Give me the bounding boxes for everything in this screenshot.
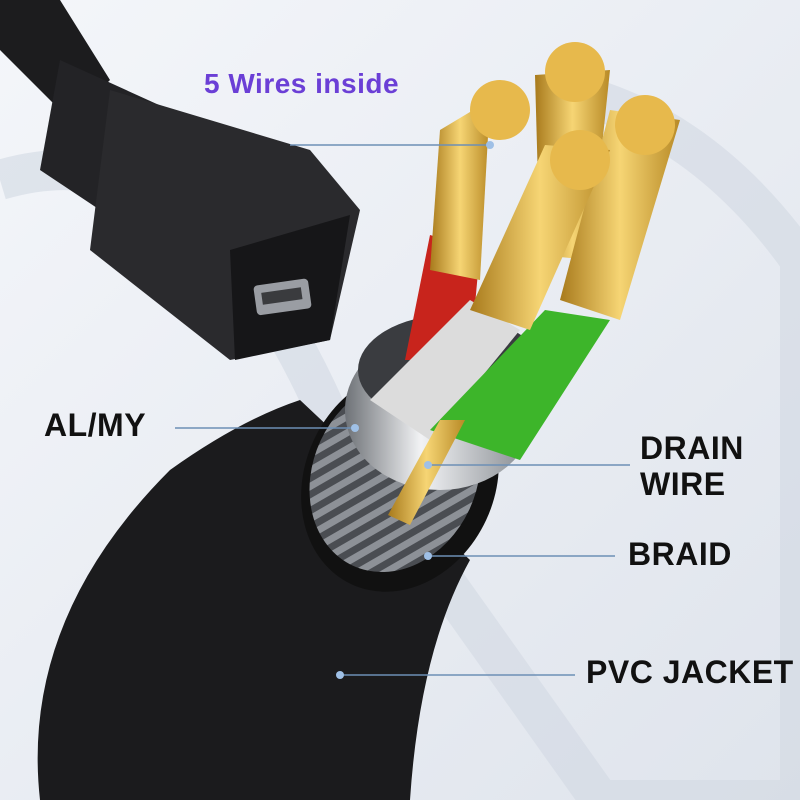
wires-inside-label: 5 Wires inside — [204, 68, 400, 99]
usb-connector — [0, 0, 360, 360]
drain-wire-label: DRAIN WIRE — [640, 430, 744, 502]
drain-wire-shape — [388, 420, 465, 525]
pvc-jacket-label: PVC JACKET — [586, 654, 794, 690]
leader-lines — [175, 144, 630, 676]
braid-label: BRAID — [628, 536, 732, 572]
leader-dots — [336, 141, 494, 679]
al-my-label: AL/MY — [44, 407, 147, 443]
